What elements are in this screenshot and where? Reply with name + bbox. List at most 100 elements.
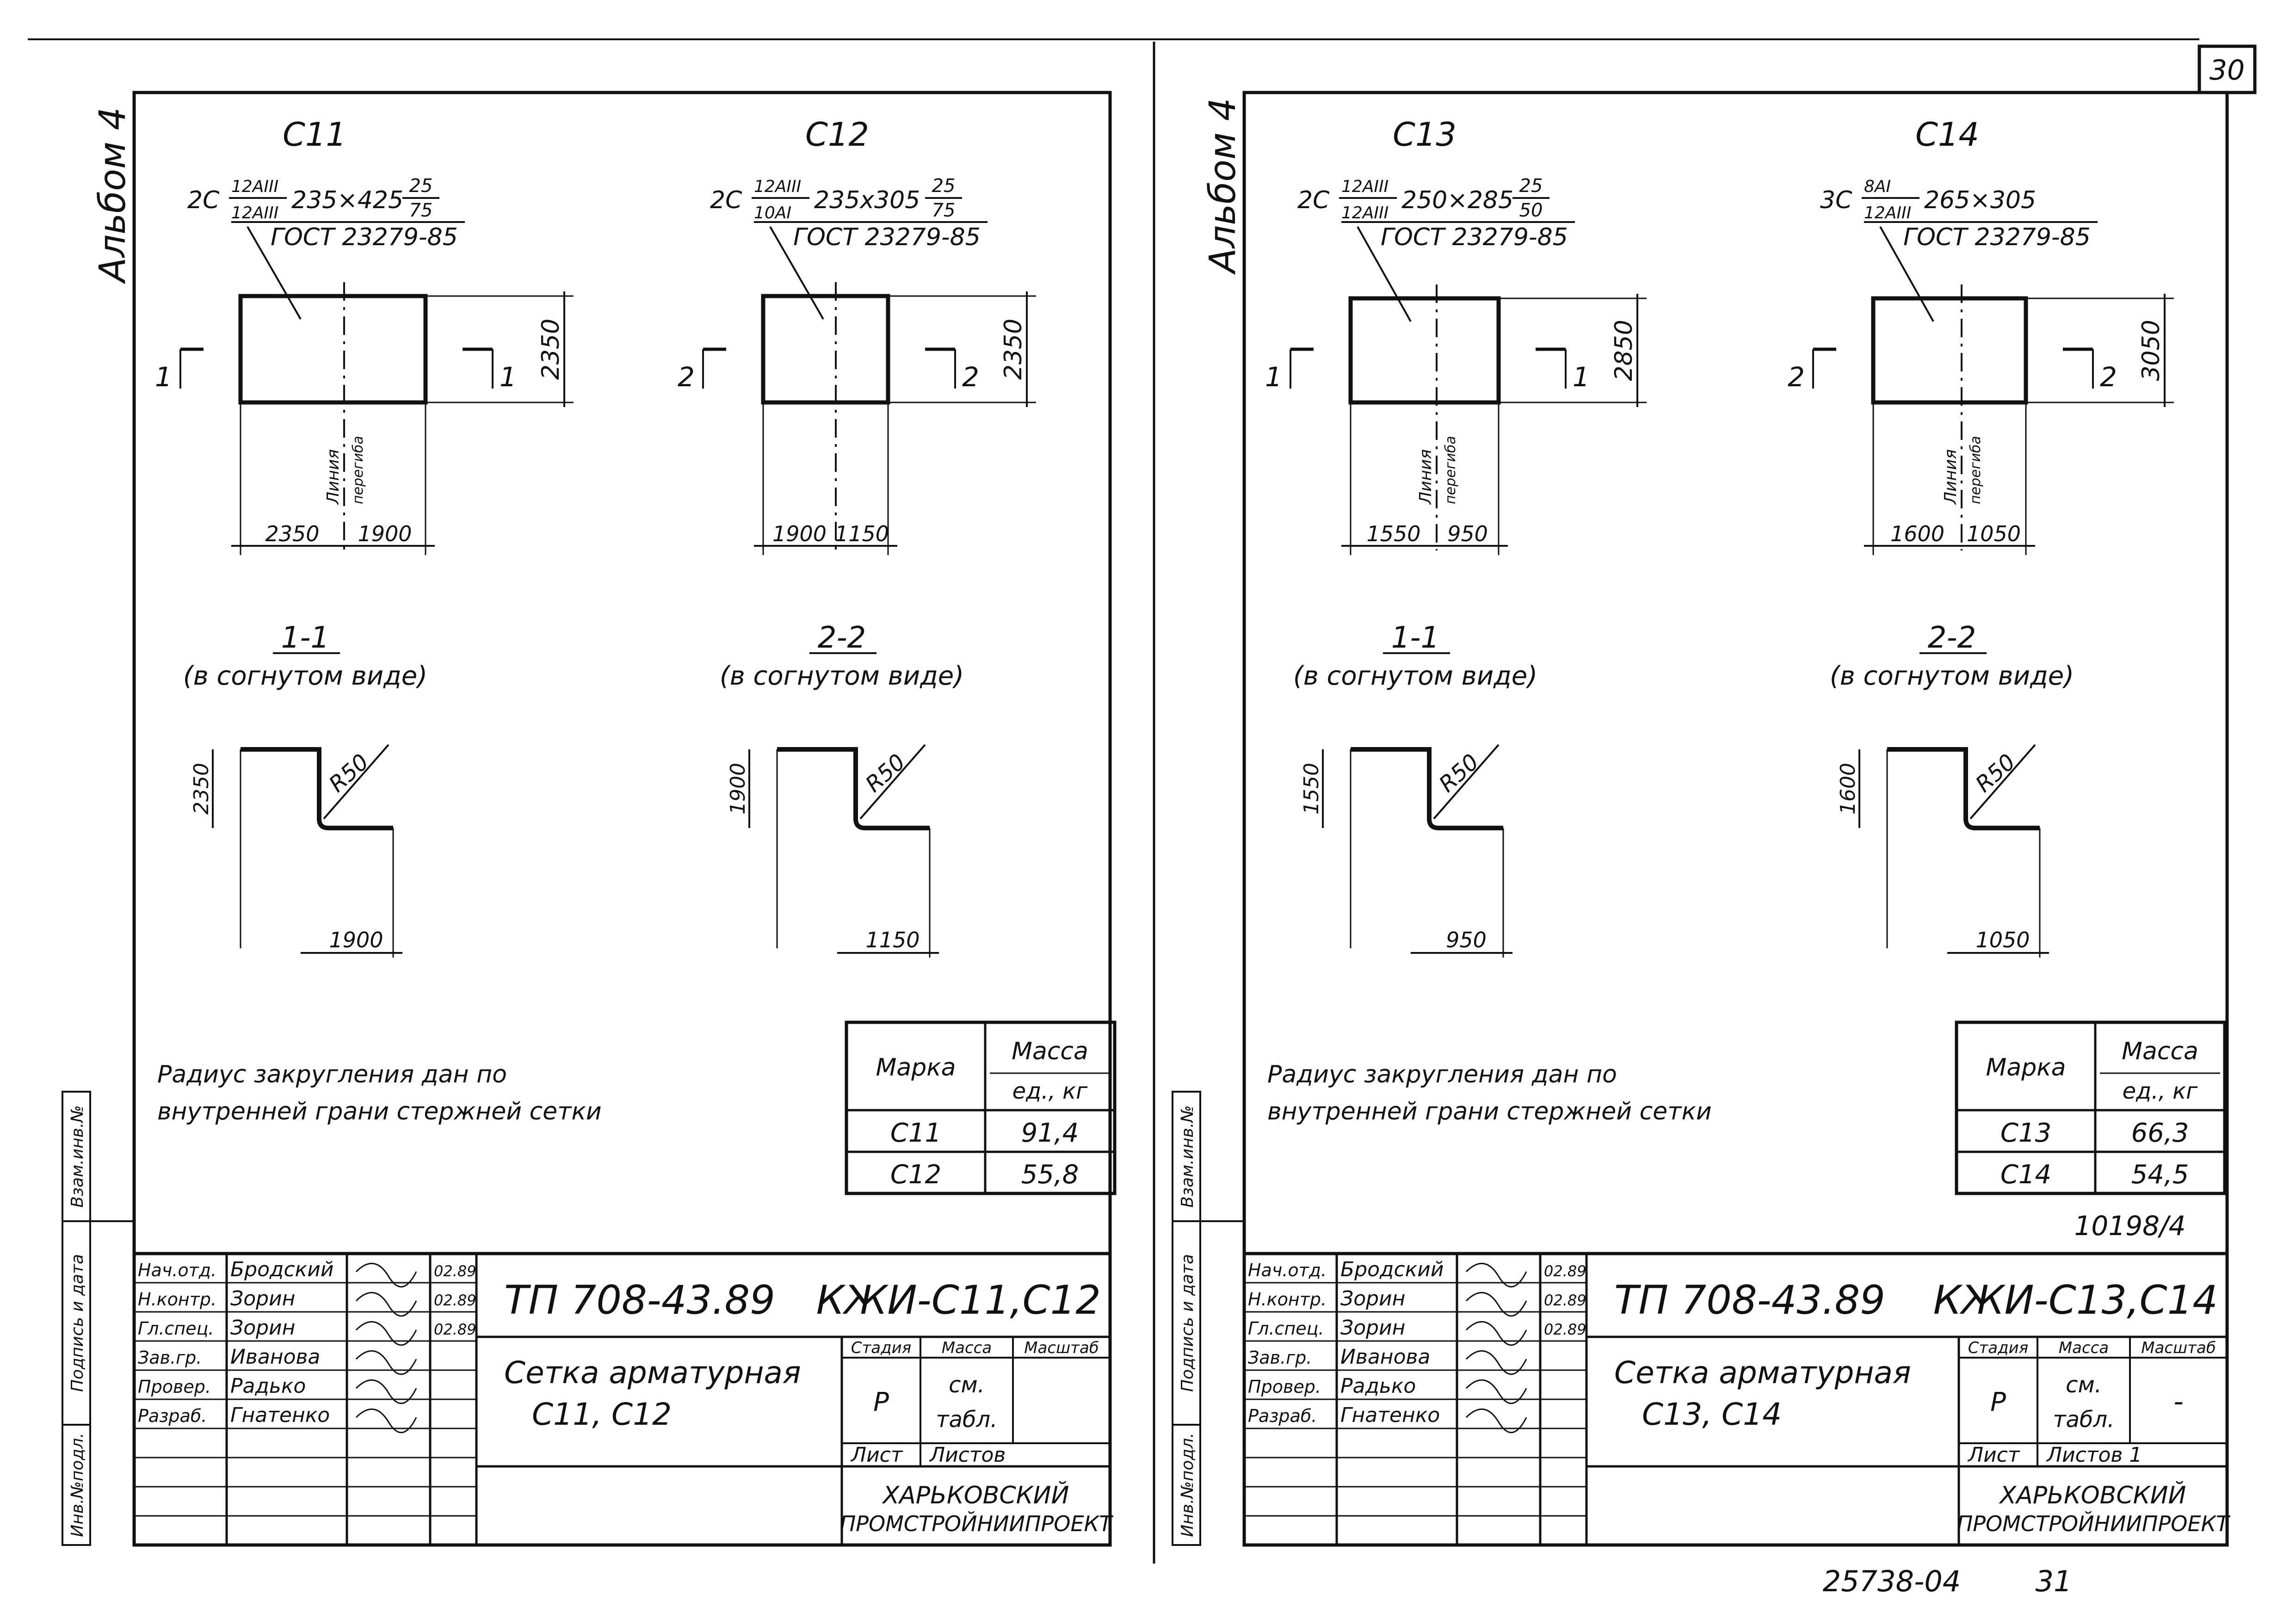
side-strip <box>1172 1091 1201 1546</box>
mass-row-value: 66,3 <box>2131 1118 2189 1148</box>
side-strip-label: Подпись и дата <box>68 1254 87 1392</box>
spec-count: 2С <box>1297 186 1330 214</box>
mass-value-2: табл. <box>936 1407 998 1433</box>
spec-count: 2С <box>187 186 220 214</box>
bottom-dim-left: 2350 <box>265 521 319 546</box>
mesh-mark: С13 <box>1393 116 1457 154</box>
inventory-number: 10198/4 <box>2074 1210 2186 1242</box>
signature <box>1465 1379 1527 1404</box>
side-strip-label: Взам.инв.№ <box>68 1105 87 1208</box>
stamp-name: Зорин <box>1340 1316 1405 1340</box>
organization-1: ХАРЬКОВСКИЙ <box>882 1481 1069 1509</box>
bottom-dim-left: 1550 <box>1366 521 1420 546</box>
mass-table-border <box>845 1020 1117 1195</box>
stamp-name: Гнатенко <box>1340 1403 1440 1427</box>
bent-profile <box>777 747 930 830</box>
signature <box>1465 1262 1527 1288</box>
spec-dims: 235×425 <box>291 186 403 214</box>
radius-leader <box>1969 744 2036 820</box>
scale-value: - <box>2173 1385 2184 1418</box>
bent-view-subtitle: (в согнутом виде) <box>183 661 427 691</box>
spec-count: 3С <box>1820 186 1852 214</box>
signature <box>1465 1321 1527 1346</box>
bent-width-dimension: 1150 <box>865 927 920 952</box>
stamp-role: Нач.отд. <box>138 1260 216 1280</box>
radius-leader <box>1433 744 1500 820</box>
height-dimension: 2350 <box>537 319 565 380</box>
side-strip <box>62 1091 91 1546</box>
section-number-left: 1 <box>1265 361 1282 393</box>
bent-height-dimension: 1550 <box>1300 763 1323 815</box>
mass-row-mark: С13 <box>2000 1118 2051 1148</box>
spec-dims: 265×305 <box>1924 186 2036 214</box>
stage-value: Р <box>1990 1387 2006 1417</box>
stamp-role: Зав.гр. <box>1248 1347 1312 1368</box>
side-strip-label: Инв.№подл. <box>68 1433 87 1537</box>
spec-gost: ГОСТ 23279-85 <box>793 223 981 251</box>
mass-table-header-mark: Марка <box>1986 1054 2066 1082</box>
stamp-role: Гл.спец. <box>138 1318 214 1339</box>
organization-2: ПРОМСТРОЙНИИПРОЕКТ <box>840 1511 1114 1536</box>
fold-line-label: перегиба <box>350 436 366 504</box>
stamp-name: Радько <box>230 1374 306 1398</box>
stamp-name: Зорин <box>1340 1287 1405 1310</box>
bent-radius: R50 <box>1434 749 1484 797</box>
stamp-role: Н.контр. <box>1248 1289 1327 1310</box>
page-number-box: 30 <box>2197 44 2257 94</box>
spec-bar-top: 12АIII <box>1341 177 1389 196</box>
bottom-dim-right: 1150 <box>835 521 889 546</box>
scale-label: Масштаб <box>1024 1339 1099 1357</box>
bottom-dim-left: 1900 <box>772 521 827 546</box>
spec-count: 2С <box>710 186 742 214</box>
stamp-role: Нач.отд. <box>1248 1260 1327 1280</box>
stamp-name: Бродский <box>1340 1258 1444 1281</box>
radius-leader <box>859 744 926 820</box>
section-number-left: 2 <box>1788 361 1805 393</box>
mesh-outline <box>1348 296 1501 405</box>
organization-2: ПРОМСТРОЙНИИПРОЕКТ <box>1957 1511 2231 1536</box>
stamp-date: 02.89 <box>434 1321 476 1338</box>
stamp-name: Зорин <box>230 1287 295 1310</box>
stamp-role: Провер. <box>1248 1377 1321 1397</box>
stamp-name: Иванова <box>230 1345 320 1369</box>
mass-table-header-mark: Марка <box>876 1054 956 1082</box>
signature <box>1465 1408 1527 1434</box>
page-number: 30 <box>2210 54 2245 87</box>
sheet-label: Лист <box>1967 1443 2020 1467</box>
height-dimension: 2350 <box>1000 319 1027 380</box>
note-line-1: Радиус закругления дан по <box>157 1061 507 1088</box>
bent-radius: R50 <box>861 749 911 797</box>
stamp-name: Бродский <box>230 1258 333 1281</box>
mass-row-mark: С11 <box>890 1118 941 1148</box>
signature <box>355 1292 417 1317</box>
mass-table-border <box>1955 1020 2227 1195</box>
stamp-name: Иванова <box>1340 1345 1430 1369</box>
bent-profile <box>1351 747 1503 830</box>
spec-step-bottom: 50 <box>1519 200 1543 221</box>
drawing-title-1: Сетка арматурная <box>504 1355 801 1391</box>
stamp-role: Зав.гр. <box>138 1347 202 1368</box>
mass-row-value: 55,8 <box>1021 1160 1079 1190</box>
mesh-outline <box>238 294 428 405</box>
mass-table-header-mass: Масса <box>1012 1038 1088 1065</box>
mesh-outline <box>1871 296 2028 405</box>
stamp-role: Н.контр. <box>138 1289 216 1310</box>
signature <box>355 1350 417 1375</box>
bent-view-subtitle: (в согнутом виде) <box>1293 661 1537 691</box>
mesh-mark: С12 <box>805 116 869 154</box>
mass-table-header-unit: ед., кг <box>2123 1078 2198 1104</box>
drawing-title-2: С11, С12 <box>532 1397 672 1432</box>
bent-width-dimension: 950 <box>1446 927 1487 952</box>
spec-bar-top: 12АIII <box>754 177 801 196</box>
stamp-date: 02.89 <box>434 1292 476 1309</box>
bent-view-subtitle: (в согнутом виде) <box>720 661 964 691</box>
